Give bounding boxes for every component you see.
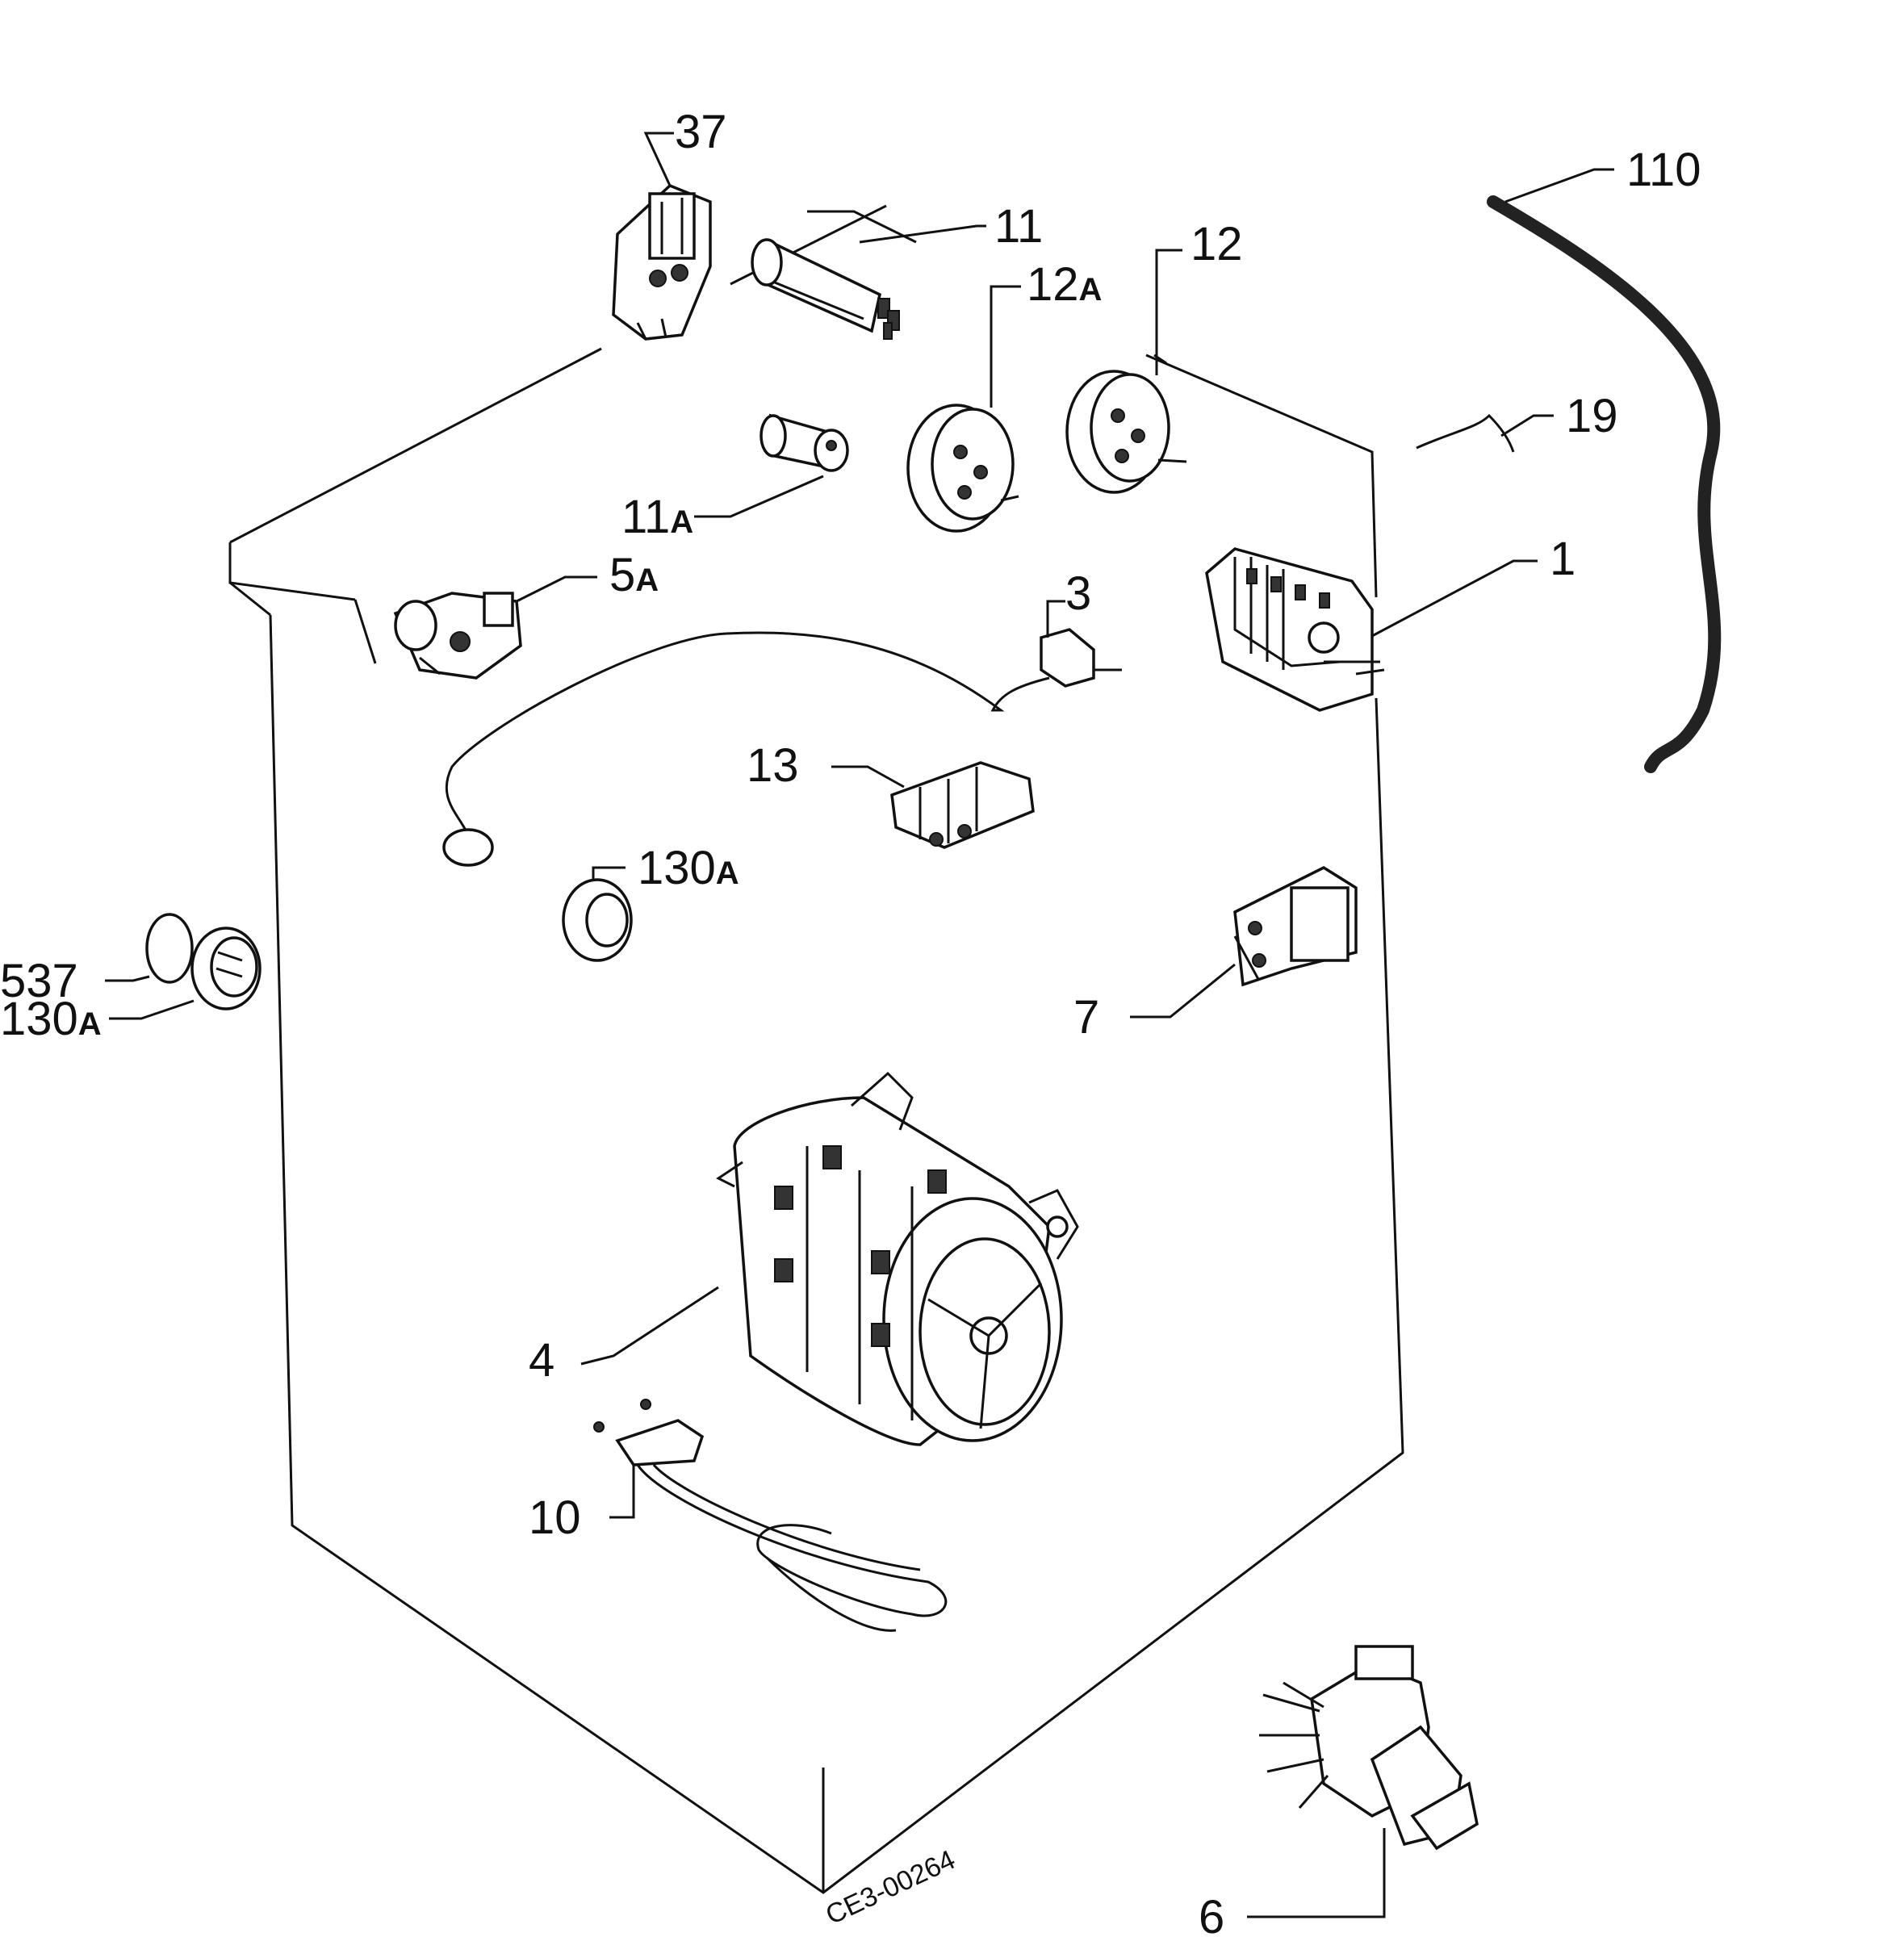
part-12a-pressure-switch[interactable] (906, 404, 1019, 533)
leader-110 (1504, 168, 1614, 203)
drawing-code: CE3-00264 (821, 1844, 960, 1931)
part-110-hose[interactable] (1487, 195, 1722, 773)
leader-537 (105, 975, 150, 982)
label-37: 37 (675, 106, 727, 158)
label-6: 6 (1199, 1891, 1224, 1937)
label-537: 537 (0, 955, 78, 1007)
label-130a: 130A (638, 842, 739, 894)
leader-6 (1247, 1828, 1386, 1918)
leader-130a (592, 866, 626, 880)
leader-10 (609, 1465, 635, 1519)
leader-4 (580, 1286, 719, 1366)
label-13: 13 (747, 739, 799, 792)
part-11-capacitor[interactable] (751, 238, 900, 340)
leader-1 (1371, 559, 1538, 638)
part-13-terminal-block[interactable] (890, 761, 1035, 849)
label-10: 10 (529, 1491, 581, 1544)
part-5a-valve[interactable] (393, 592, 522, 680)
part-6-drain-pump[interactable] (1259, 1645, 1479, 1851)
leader-12a (990, 285, 1021, 408)
part-37-filter[interactable] (612, 183, 712, 341)
leader-5a (516, 575, 597, 603)
label-19: 19 (1566, 390, 1618, 442)
label-11a: 11A (621, 491, 693, 543)
leader-12 (1155, 249, 1182, 375)
label-4: 4 (529, 1334, 554, 1387)
part-3-switch[interactable] (442, 628, 1122, 867)
leader-19 (1500, 414, 1554, 437)
leader-11 (807, 210, 986, 244)
part-130a-left-grommet[interactable] (190, 927, 262, 1010)
leader-13 (831, 765, 905, 789)
leader-7 (1130, 963, 1236, 1019)
label-12: 12 (1191, 218, 1243, 270)
label-110: 110 (1626, 144, 1701, 196)
part-11a-capacitor[interactable] (760, 413, 849, 472)
label-7: 7 (1073, 991, 1099, 1044)
part-537-o-ring[interactable] (145, 913, 194, 984)
label-3: 3 (1065, 567, 1091, 620)
leader-37 (643, 132, 674, 186)
label-11: 11 (994, 200, 1043, 253)
leader-11a (694, 475, 824, 518)
part-4-motor[interactable] (716, 1071, 1079, 1446)
part-1-programmer[interactable] (1205, 547, 1385, 712)
part-12-pressure-switch[interactable] (1065, 370, 1187, 494)
part-10-heating-element[interactable] (593, 1399, 948, 1632)
label-1: 1 (1550, 533, 1576, 585)
label-130a-left: 130A (0, 993, 102, 1045)
label-5a: 5A (609, 549, 659, 601)
label-12a: 12A (1027, 258, 1102, 311)
leader-3 (1046, 600, 1065, 638)
part-19-clip[interactable] (1416, 413, 1515, 453)
part-130a-grommet[interactable] (562, 878, 633, 962)
leader-130a-left (109, 999, 195, 1020)
part-7-door-lock[interactable] (1233, 865, 1358, 987)
